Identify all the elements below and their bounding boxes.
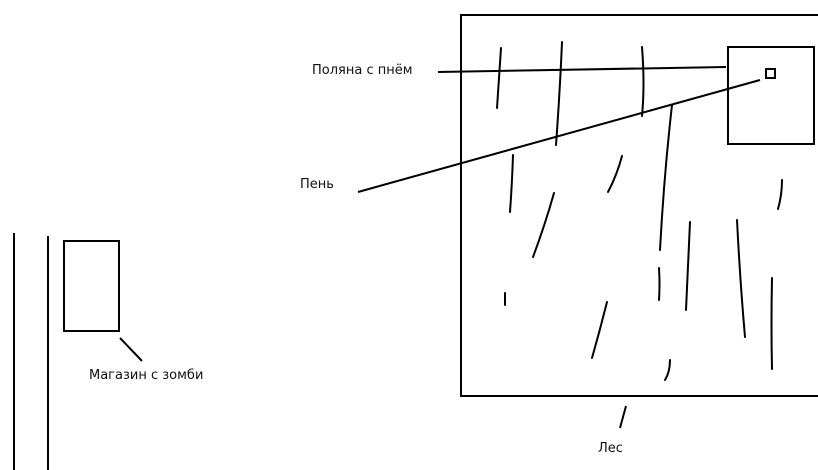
tree-stroke bbox=[736, 219, 746, 338]
stump-label: Пень bbox=[300, 177, 334, 192]
tree-stroke bbox=[496, 47, 502, 109]
stump-leader-line bbox=[357, 79, 761, 193]
tree-stroke bbox=[555, 41, 563, 146]
tree-stroke bbox=[685, 221, 691, 311]
forest-boundary bbox=[460, 14, 818, 397]
tree-stroke bbox=[591, 301, 608, 359]
clearing-leader-line bbox=[437, 66, 727, 73]
forest-label: Лес bbox=[598, 441, 623, 456]
tree-stroke bbox=[664, 359, 671, 381]
tree-stroke bbox=[532, 192, 555, 258]
tree-stroke bbox=[658, 267, 661, 301]
tree-stroke bbox=[659, 104, 673, 251]
zombie-shop-building bbox=[63, 240, 120, 332]
zombie-shop-leader-line bbox=[119, 337, 143, 362]
clearing-area bbox=[727, 46, 815, 145]
tree-stroke bbox=[509, 154, 514, 213]
tree-stroke bbox=[770, 277, 773, 370]
tree-stroke bbox=[641, 46, 645, 117]
tree-strokes bbox=[496, 41, 783, 381]
clearing-label: Поляна с пнём bbox=[312, 63, 413, 78]
zombie-shop-label: Магазин с зомби bbox=[89, 368, 204, 383]
stump-marker bbox=[765, 68, 776, 79]
forest-leader-line bbox=[619, 405, 627, 429]
tree-stroke bbox=[777, 179, 783, 210]
tree-stroke bbox=[607, 155, 623, 193]
